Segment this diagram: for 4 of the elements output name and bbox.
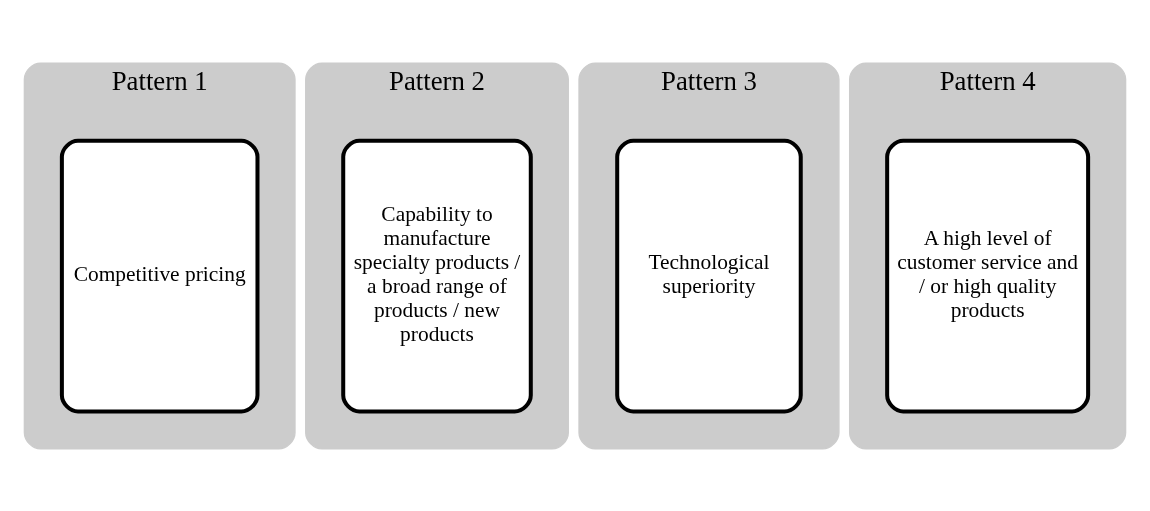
- node-box: Competitive pricing: [59, 138, 260, 413]
- node-box: Capability to manufacture specialty products / a broad range of products / new products: [341, 138, 533, 413]
- node-box: Technological superiority: [615, 138, 803, 413]
- node-box: A high level of customer service and / or high quality products: [885, 138, 1091, 413]
